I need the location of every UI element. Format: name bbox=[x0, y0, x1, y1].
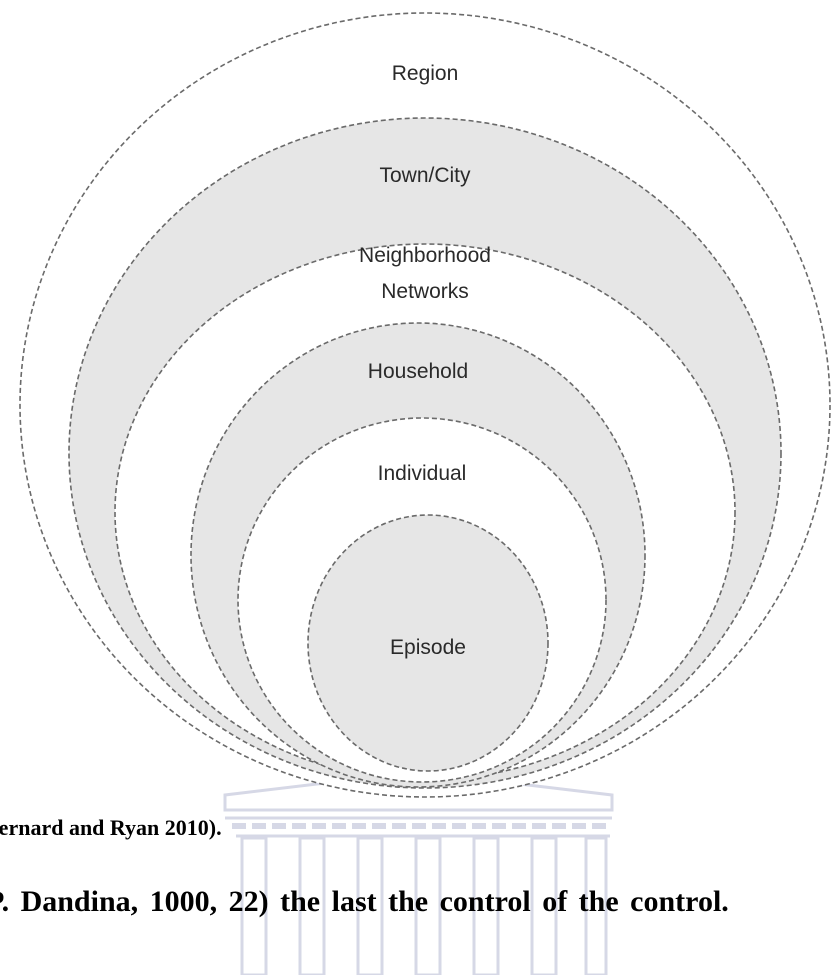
ring-label: Town/City bbox=[379, 164, 471, 187]
labels-layer: RegionTown/CityNeighborhoodNetworksHouse… bbox=[359, 62, 491, 659]
ring-label: Region bbox=[392, 62, 459, 85]
ring-label: Networks bbox=[381, 280, 469, 303]
figure-caption: Bernard and Ryan 2010). bbox=[0, 815, 222, 840]
ring-label: Household bbox=[368, 360, 468, 383]
ring-label: Episode bbox=[390, 636, 466, 659]
rings-layer bbox=[19, 12, 831, 798]
body-text-fragment: P. Dandina, 1000, 22) the last the contr… bbox=[0, 885, 729, 918]
university-building-watermark bbox=[223, 770, 614, 975]
ring-label: Individual bbox=[378, 462, 467, 485]
ring-episode bbox=[307, 514, 549, 772]
ring-label: Neighborhood bbox=[359, 244, 491, 267]
